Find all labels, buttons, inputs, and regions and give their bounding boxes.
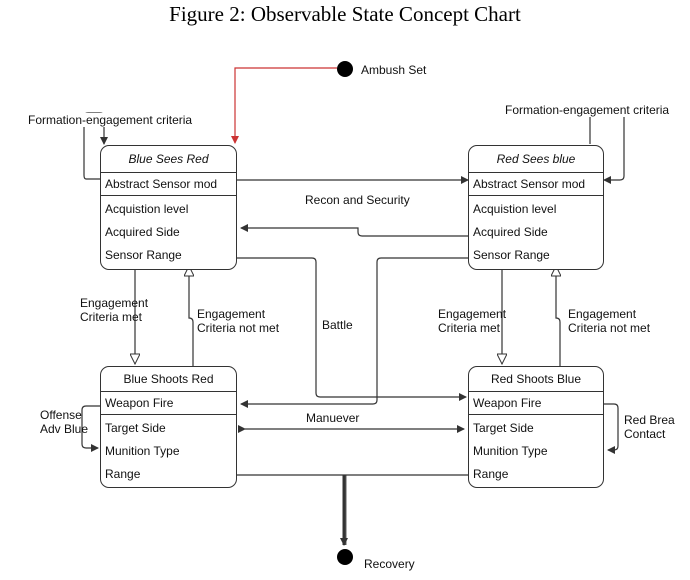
state-title: Red Sees blue	[469, 146, 603, 173]
eng-met-right-label-1: Engagement	[438, 307, 507, 321]
battle-link-1	[237, 257, 467, 401]
eng-met-right-label-2: Criteria met	[438, 321, 501, 335]
state-attribute: Abstract Sensor mod	[101, 173, 236, 196]
state-attribute: Abstract Sensor mod	[469, 173, 603, 196]
state-attribute: Acquistion level	[473, 202, 557, 216]
state-blue-shoots-red: Blue Shoots Red Weapon Fire Target Side …	[100, 366, 237, 488]
state-attribute: Acquistion level	[105, 202, 189, 216]
eng-not-met-right-label-2: Criteria not met	[568, 321, 651, 335]
manuever-label: Manuever	[306, 411, 360, 425]
state-attribute: Range	[105, 467, 141, 481]
recovery-node	[337, 549, 353, 565]
state-attribute: Munition Type	[473, 444, 548, 458]
ambush-arrow	[231, 67, 337, 144]
state-attribute: Weapon Fire	[469, 392, 603, 415]
recon-security-label: Recon and Security	[305, 193, 410, 207]
recon-link	[240, 224, 472, 237]
offense-adv-blue-label-1: Offense	[40, 408, 82, 422]
state-attribute: Sensor Range	[105, 248, 182, 262]
figure-title: Figure 2: Observable State Concept Chart	[169, 2, 521, 26]
state-attribute: Acquired Side	[105, 225, 180, 239]
formation-criteria-right-label: Formation-engagement criteria	[505, 103, 670, 117]
battle-label: Battle	[322, 318, 353, 332]
red-break-loop	[604, 403, 619, 454]
eng-met-left-label-2: Criteria met	[80, 310, 143, 324]
state-title: Blue Shoots Red	[101, 367, 236, 392]
recovery-label: Recovery	[364, 557, 415, 571]
state-attribute: Munition Type	[105, 444, 180, 458]
red-break-contact-label-1: Red Brea	[624, 413, 675, 427]
red-break-contact-label-2: Contact	[624, 427, 666, 441]
state-attribute: Acquired Side	[473, 225, 548, 239]
eng-not-met-left-label-2: Criteria not met	[197, 321, 280, 335]
eng-met-left-label-1: Engagement	[80, 296, 149, 310]
state-attribute: Weapon Fire	[101, 392, 236, 415]
offense-adv-blue-label-2: Adv Blue	[40, 422, 89, 436]
ambush-set-node	[337, 61, 353, 77]
state-blue-sees-red: Blue Sees Red Abstract Sensor mod Acquis…	[100, 145, 237, 270]
ambush-set-label: Ambush Set	[361, 63, 427, 77]
eng-not-met-left-label-1: Engagement	[197, 307, 266, 321]
state-attribute: Target Side	[105, 421, 166, 435]
state-attribute: Target Side	[473, 421, 534, 435]
state-title: Blue Sees Red	[101, 146, 236, 173]
state-red-shoots-blue: Red Shoots Blue Weapon Fire Target Side …	[468, 366, 604, 488]
state-red-sees-blue: Red Sees blue Abstract Sensor mod Acquis…	[468, 145, 604, 270]
formation-criteria-left-label: Formation-engagement criteria	[28, 113, 193, 127]
offense-loop	[81, 405, 100, 452]
eng-not-met-right-label-1: Engagement	[568, 307, 637, 321]
eng-not-met-right	[556, 266, 560, 368]
state-title: Red Shoots Blue	[469, 367, 603, 392]
state-attribute: Range	[473, 467, 509, 481]
battle-link-2	[240, 257, 472, 408]
state-attribute: Sensor Range	[473, 248, 550, 262]
eng-not-met-left	[189, 266, 193, 368]
